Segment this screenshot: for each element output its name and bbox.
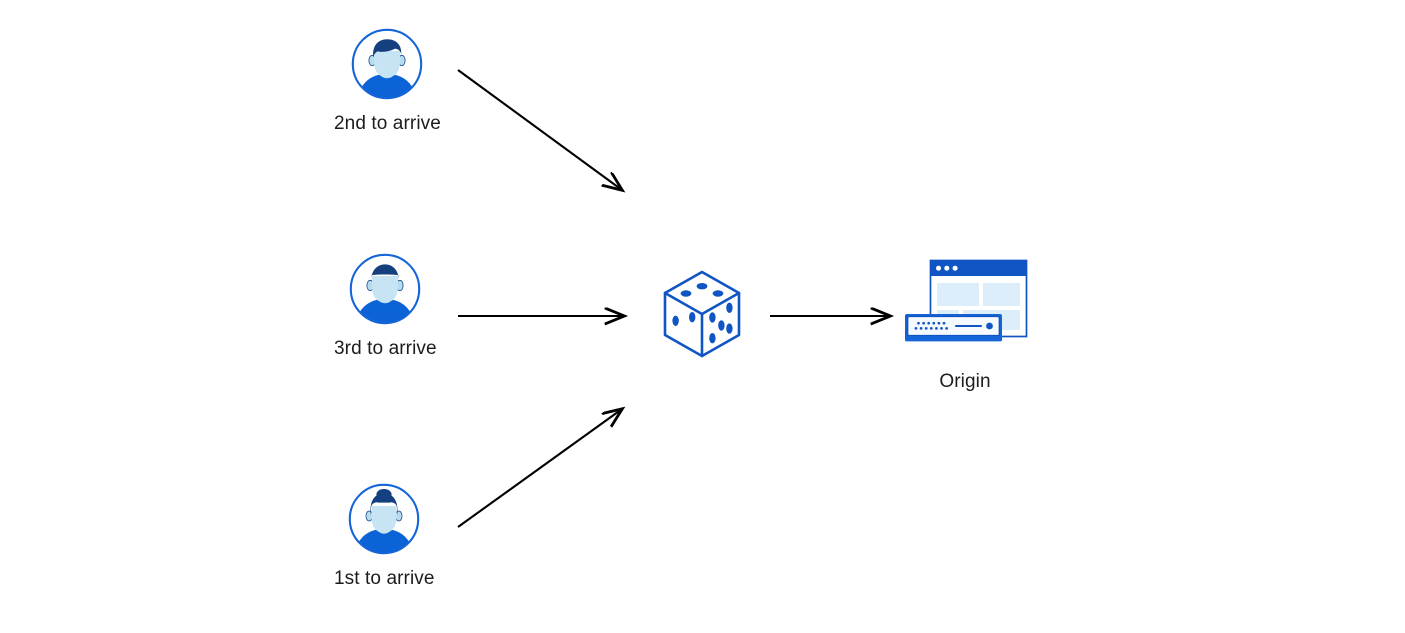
arrow-client1-to-dice (457, 409, 622, 528)
arrow-client2-to-dice (457, 69, 622, 190)
user-avatar-icon (348, 252, 422, 326)
origin-server-icon (901, 258, 1029, 358)
node-label: 1st to arrive (334, 568, 435, 589)
user-avatar-icon (347, 482, 421, 556)
node-client-2nd[interactable]: 2nd to arrive (334, 27, 441, 135)
dice-icon (659, 268, 745, 360)
node-label: 3rd to arrive (334, 338, 437, 359)
node-randomizer-dice[interactable] (659, 268, 745, 360)
node-label: 2nd to arrive (334, 113, 441, 134)
node-client-1st[interactable]: 1st to arrive (334, 482, 435, 590)
node-label: Origin (939, 371, 991, 392)
node-client-3rd[interactable]: 3rd to arrive (334, 252, 437, 360)
user-avatar-icon (350, 27, 424, 101)
server-device-glyph (905, 314, 1002, 342)
node-origin[interactable]: Origin (901, 258, 1029, 393)
